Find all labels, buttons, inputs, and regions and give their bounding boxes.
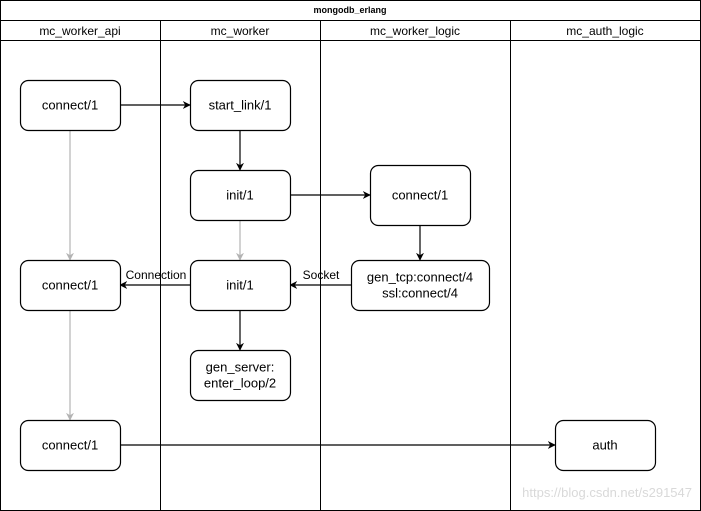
lane-headers: mc_worker_api mc_worker mc_worker_logic …: [39, 24, 643, 38]
lane-header-mc-worker: mc_worker: [211, 24, 270, 38]
node-label: connect/1: [42, 278, 98, 293]
node-box: [369, 164, 472, 227]
edges: [66, 101, 556, 449]
node-label: gen_tcp:connect/4: [367, 270, 473, 285]
node-box: [554, 419, 657, 472]
node-label: init/1: [226, 188, 253, 203]
node-enter-loop: gen_server:enter_loop/2: [189, 349, 292, 402]
node-box: [189, 169, 292, 222]
node-label: connect/1: [392, 188, 448, 203]
node-box: [189, 79, 292, 132]
lane-header-mc-worker-logic: mc_worker_logic: [370, 24, 460, 38]
node-init-2: init/1: [189, 259, 292, 312]
node-box: [189, 349, 292, 402]
node-label: init/1: [226, 278, 253, 293]
node-start-link: start_link/1: [189, 79, 292, 132]
node-label: connect/1: [42, 98, 98, 113]
lane-header-mc-auth-logic: mc_auth_logic: [566, 24, 643, 38]
lane-header-mc-worker-api: mc_worker_api: [39, 24, 120, 38]
node-api-connect-1: connect/1: [19, 79, 122, 132]
node-box: [350, 259, 491, 312]
node-box: [19, 259, 122, 312]
nodes: connect/1 start_link/1 init/1 connect/1 conn…: [19, 79, 657, 472]
node-label: auth: [592, 438, 617, 453]
node-label: ssl:connect/4: [382, 286, 458, 301]
node-label: gen_server:: [206, 360, 275, 375]
watermark: https://blog.csdn.net/s291547: [522, 485, 692, 500]
node-label: enter_loop/2: [204, 376, 276, 391]
node-label: start_link/1: [209, 98, 272, 113]
edge-label-socket: Socket: [303, 268, 340, 282]
diagram-title: mongodb_erlang: [313, 5, 386, 15]
node-logic-connect: connect/1: [369, 164, 472, 227]
edge-labels: Socket Connection: [126, 268, 340, 282]
node-auth: auth: [554, 419, 657, 472]
node-box: [19, 419, 122, 472]
node-box: [19, 79, 122, 132]
node-init-1: init/1: [189, 169, 292, 222]
node-api-connect-3: connect/1: [19, 419, 122, 472]
node-api-connect-2: connect/1: [19, 259, 122, 312]
edge-label-connection: Connection: [126, 268, 187, 282]
node-label: connect/1: [42, 438, 98, 453]
node-box: [189, 259, 292, 312]
